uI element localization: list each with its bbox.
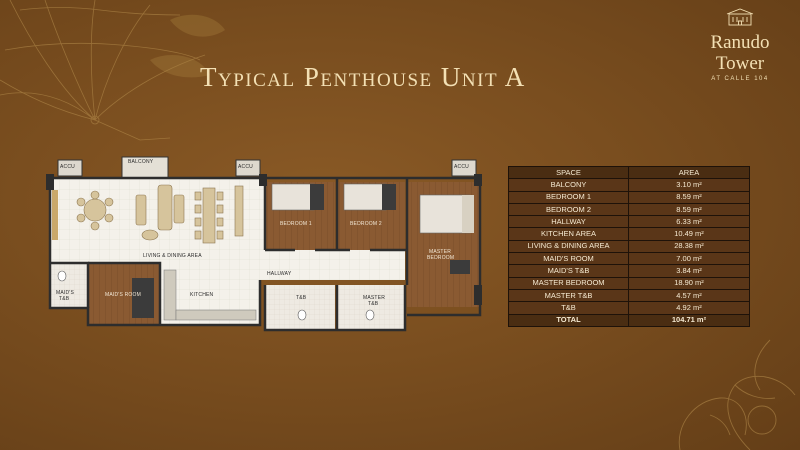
total-value: 104.71 m² [628,313,750,327]
master-bedroom-label-1: MASTER [429,249,452,255]
area-cell: 3.84 m² [628,264,750,278]
total-label: TOTAL [508,313,629,327]
brand-logo: Ranudo Tower AT CALLE 104 [700,8,780,82]
space-cell: BEDROOM 2 [508,202,629,217]
area-cell: 3.10 m² [628,178,750,192]
header-space: SPACE [508,165,629,180]
space-cell: LIVING & DINING AREA [508,239,629,254]
logo-subtitle: AT CALLE 104 [711,76,769,82]
area-cell: 18.90 m² [628,276,750,290]
area-cell: 4.92 m² [628,301,750,315]
header-area: AREA [628,165,750,180]
master-tb-label-1: MASTER [363,295,386,301]
master-tb-label-2: T&B [368,301,379,307]
table-header-row: SPACE AREA [508,165,750,180]
space-cell: MASTER T&B [508,288,629,303]
space-cell: HALLWAY [508,215,629,229]
accu-label-1: ACCU [60,164,75,170]
space-cell: MASTER BEDROOM [508,276,629,290]
maids-tb-label-1: MAID'S [56,290,74,296]
space-cell: MAID'S T&B [508,264,629,278]
accu-label-2: ACCU [238,164,253,170]
space-cell: KITCHEN AREA [508,227,629,241]
area-cell: 8.59 m² [628,190,750,204]
building-icon [726,8,754,26]
area-cell: 7.00 m² [628,252,750,266]
space-cell: T&B [508,301,629,315]
balcony-label: BALCONY [128,159,154,165]
area-cell: 6.33 m² [628,215,750,229]
floor-plan: ACCU ACCU ACCU BALCONY LIVING & DINING A… [40,150,490,335]
hallway-label: HALLWAY [267,271,292,277]
tb-label: T&B [296,295,307,301]
accu-label-3: ACCU [454,164,469,170]
space-cell: BALCONY [508,178,629,192]
bedroom2-label: BEDROOM 2 [350,221,382,227]
maids-room-label: MAID'S ROOM [105,292,141,298]
logo-name-line2: Tower [715,53,765,74]
flower-decoration [678,339,796,450]
space-cell: BEDROOM 1 [508,190,629,204]
space-cell: MAID'S ROOM [508,252,629,266]
area-cell: 28.38 m² [628,239,750,254]
master-bedroom-label-2: BEDROOM [427,255,455,261]
area-cell: 4.57 m² [628,288,750,303]
page-title: Typical Penthouse Unit A [200,62,526,92]
living-dining-label: LIVING & DINING AREA [143,253,202,259]
area-cell: 8.59 m² [628,202,750,217]
bedroom1-label: BEDROOM 1 [280,221,312,227]
maids-tb-label-2: T&B [59,296,70,302]
kitchen-label: KITCHEN [190,292,214,298]
floor-plan-drawing [46,156,482,332]
fan-decoration [0,0,225,141]
logo-name-line1: Ranudo [710,32,770,53]
area-cell: 10.49 m² [628,227,750,241]
